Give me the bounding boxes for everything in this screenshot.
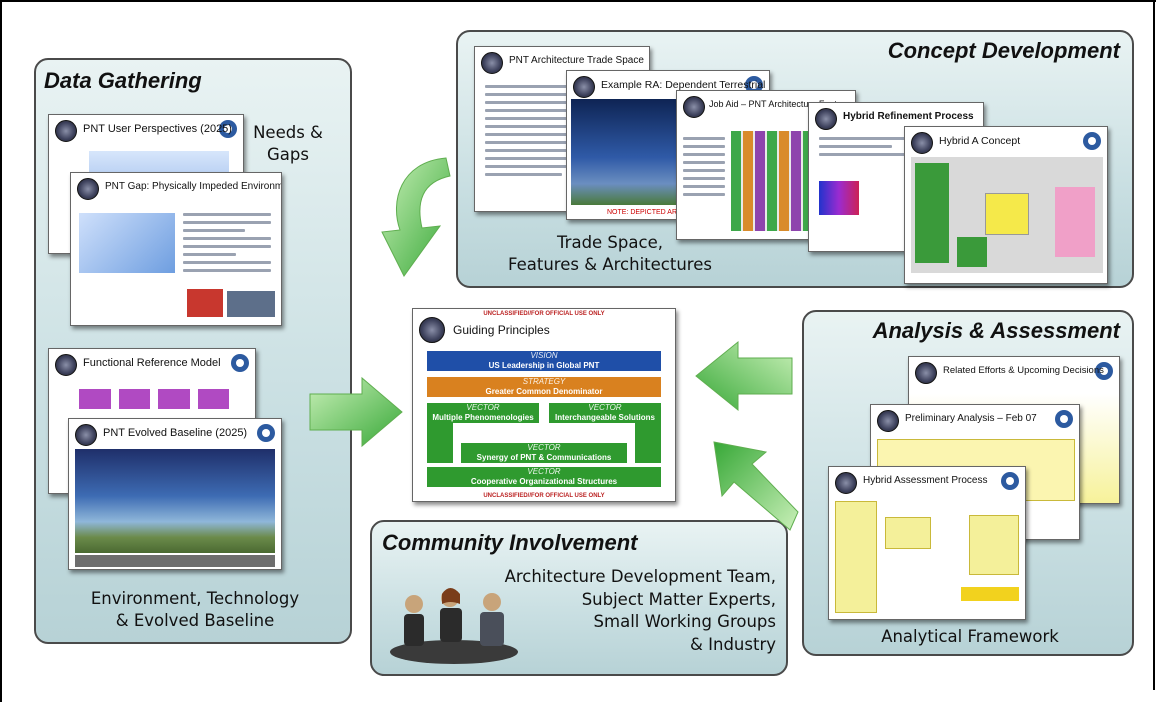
slide-block: [885, 517, 931, 549]
slide-block: [961, 587, 1019, 601]
seal-icon: [419, 317, 445, 343]
analysis-assessment-title: Analysis & Assessment: [872, 318, 1120, 343]
slide-title: Job Aid – PNT Architecture Features: [709, 99, 855, 109]
strategy-band: STRATEGY Greater Common Denominator: [427, 377, 661, 397]
classification-bottom: UNCLASSIFIED//FOR OFFICIAL USE ONLY: [483, 493, 605, 499]
data-gathering-title: Data Gathering: [44, 68, 202, 93]
frame-left-line: [0, 0, 2, 702]
dot-logo-icon: [219, 120, 237, 138]
slide-block: [957, 237, 987, 267]
concept-development-panel: Concept Development Trade Space, Feature…: [456, 30, 1134, 288]
data-gathering-panel: Data Gathering Needs & Gaps Environment,…: [34, 58, 352, 644]
slide-hybrid-assessment: Hybrid Assessment Process: [828, 466, 1026, 620]
vision-text: US Leadership in Global PNT: [488, 361, 600, 370]
slide-title: Functional Reference Model: [83, 357, 221, 369]
green-arrow-icon: [695, 340, 793, 412]
seal-icon: [481, 52, 503, 74]
green-arrow-icon: [309, 376, 403, 448]
slide-photo: [227, 291, 275, 317]
green-arrow-icon: [713, 441, 799, 531]
slide-graphic: [819, 181, 859, 215]
vector-key: VECTOR: [466, 403, 500, 412]
vector-band-3: VECTOR Synergy of PNT & Communications: [461, 443, 627, 463]
community-caption: Architecture Development Team, Subject M…: [504, 567, 776, 654]
slide-title: PNT User Perspectives (2025): [83, 123, 232, 135]
vector-connector: [427, 423, 453, 463]
vector-band-2: VECTOR Interchangeable Solutions: [549, 403, 661, 423]
seal-icon: [75, 424, 97, 446]
slide-title: Hybrid A Concept: [939, 135, 1021, 147]
slide-title: PNT Evolved Baseline (2025): [103, 427, 248, 439]
dot-logo-icon: [1055, 410, 1073, 428]
vector1-text: Multiple Phenomenologies: [432, 413, 534, 422]
slide-footer-bar: [75, 555, 275, 567]
seal-icon: [55, 120, 77, 142]
guiding-principles-title: Guiding Principles: [453, 323, 550, 337]
needs-gaps-caption: Needs & Gaps: [253, 123, 323, 164]
slide-title: PNT Gap: Physically Impeded Environments: [105, 181, 281, 192]
guiding-principles-slide: UNCLASSIFIED//FOR OFFICIAL USE ONLY Guid…: [412, 308, 676, 502]
seal-icon: [915, 362, 937, 384]
vector-key: VECTOR: [527, 443, 561, 452]
slide-graphic: [79, 389, 229, 409]
meeting-people-icon: [390, 588, 518, 664]
slide-block: [1055, 187, 1095, 257]
slide-title: Example RA: Dependent Terrestrial: [601, 79, 766, 91]
strategy-key: STRATEGY: [522, 377, 566, 386]
seal-icon: [573, 76, 595, 98]
vector-key: VECTOR: [588, 403, 622, 412]
trade-space-caption: Trade Space, Features & Architectures: [508, 233, 712, 274]
seal-icon: [877, 410, 899, 432]
analysis-assessment-panel: Analysis & Assessment Analytical Framewo…: [802, 310, 1134, 656]
seal-icon: [835, 472, 857, 494]
slide-title: Hybrid Assessment Process: [863, 475, 988, 486]
slide-graphic: [79, 213, 175, 273]
slide-block: [835, 501, 877, 613]
frame-top-line: [0, 0, 1156, 2]
vector3-text: Synergy of PNT & Communications: [476, 453, 612, 462]
green-arrow-icon: [381, 157, 451, 277]
vision-key: VISION: [530, 351, 558, 360]
dot-logo-icon: [257, 424, 275, 442]
seal-icon: [911, 132, 933, 154]
slide-title: Related Efforts & Upcoming Decisions: [943, 365, 1104, 376]
slide-graphic: [75, 449, 275, 553]
slide-block: [969, 515, 1019, 575]
concept-development-title: Concept Development: [887, 38, 1120, 63]
vector4-text: Cooperative Organizational Structures: [470, 477, 618, 486]
vector-band-1: VECTOR Multiple Phenomenologies: [427, 403, 539, 423]
dot-logo-icon: [1001, 472, 1019, 490]
slide-pnt-gap: PNT Gap: Physically Impeded Environments: [70, 172, 282, 326]
community-involvement-title: Community Involvement: [382, 530, 638, 555]
analytical-framework-caption: Analytical Framework: [881, 627, 1059, 646]
community-involvement-panel: Community Involvement Architecture Devel…: [370, 520, 788, 676]
environment-caption: Environment, Technology & Evolved Baseli…: [90, 589, 300, 630]
slide-block: [985, 193, 1029, 235]
vector2-text: Interchangeable Solutions: [554, 413, 655, 422]
classification-top: UNCLASSIFIED//FOR OFFICIAL USE ONLY: [483, 311, 605, 317]
vision-band: VISION US Leadership in Global PNT: [427, 351, 661, 371]
dot-logo-icon: [231, 354, 249, 372]
vector-key: VECTOR: [527, 467, 561, 476]
dot-logo-icon: [745, 76, 763, 94]
dot-logo-icon: [1095, 362, 1113, 380]
strategy-text: Greater Common Denominator: [485, 387, 603, 396]
seal-icon: [683, 96, 705, 118]
slide-title: Hybrid Refinement Process: [843, 111, 974, 122]
vector-connector: [635, 423, 661, 463]
slide-hybrid-a-concept: Hybrid A Concept: [904, 126, 1108, 284]
slide-evolved-baseline: PNT Evolved Baseline (2025): [68, 418, 282, 570]
seal-icon: [55, 354, 77, 376]
slide-title: PNT Architecture Trade Space: [509, 55, 644, 66]
slide-title: Preliminary Analysis – Feb 07: [905, 413, 1037, 424]
vector-band-4: VECTOR Cooperative Organizational Struct…: [427, 467, 661, 487]
seal-icon: [815, 108, 837, 130]
frame-right-line: [1153, 0, 1155, 690]
dot-logo-icon: [1083, 132, 1101, 150]
slide-note: NOTE: DEPICTED ARCHITECTURE: [607, 209, 723, 216]
seal-icon: [77, 178, 99, 200]
slide-block: [915, 163, 949, 263]
slide-photo: [187, 289, 223, 317]
